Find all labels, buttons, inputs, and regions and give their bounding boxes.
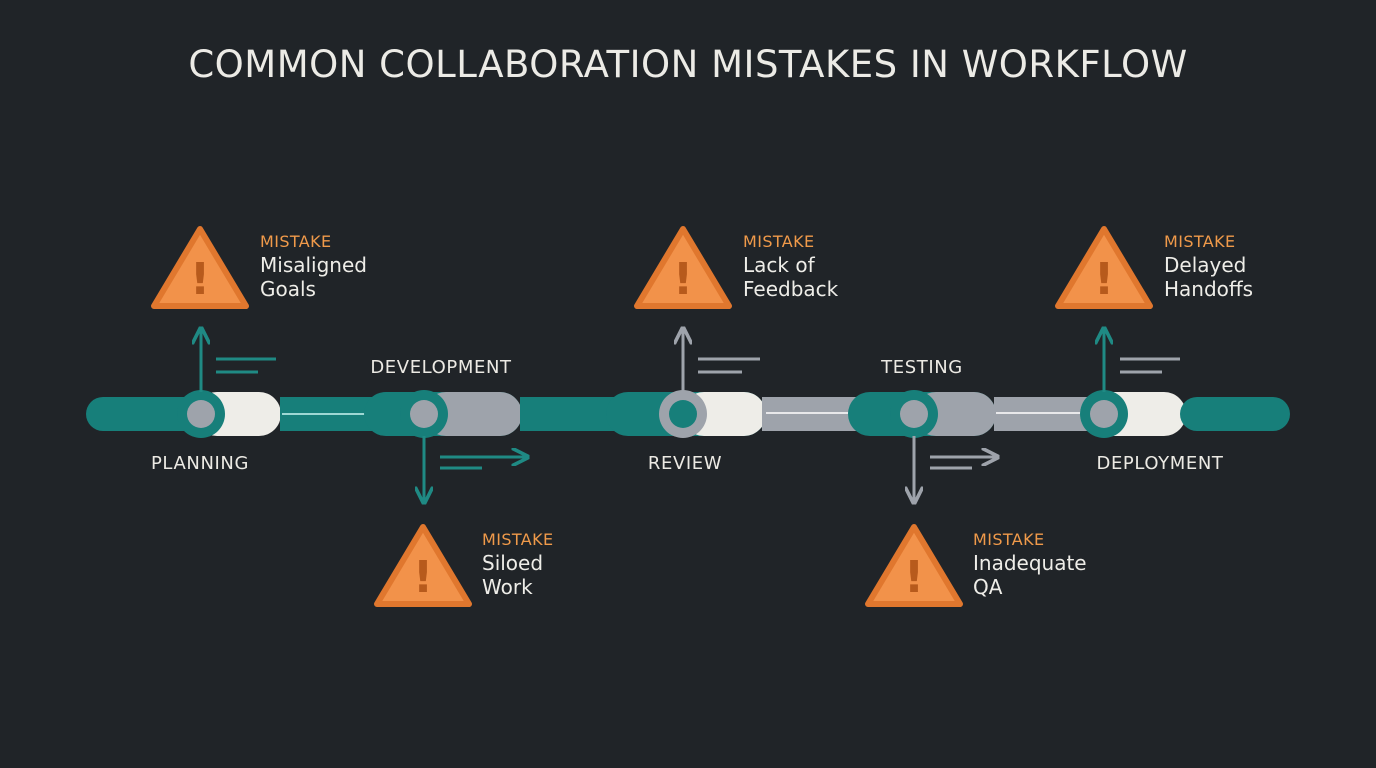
stage-label-review: REVIEW [648, 453, 722, 474]
mistake-callout-development: ! MISTAKE Siloed Work [374, 524, 554, 607]
mistake-tag: MISTAKE [482, 530, 554, 549]
mistake-text-line: Work [482, 575, 533, 599]
stage-node-deployment [1080, 390, 1128, 438]
mistake-text-line: Lack of [743, 253, 816, 277]
stage-label-testing: TESTING [880, 357, 963, 378]
mistake-callout-testing: ! MISTAKE Inadequate QA [865, 524, 1087, 607]
exclamation-mark: ! [904, 552, 924, 603]
page-title: COMMON COLLABORATION MISTAKES IN WORKFLO… [188, 43, 1187, 86]
stage-node-review [659, 390, 707, 438]
mistake-text-line: Feedback [743, 277, 839, 301]
mistake-text-line: Inadequate [973, 551, 1087, 575]
stage-node-development [400, 390, 448, 438]
mistake-text-line: Misaligned [260, 253, 367, 277]
mistake-text-line: QA [973, 575, 1003, 599]
mistake-callout-review: ! MISTAKE Lack of Feedback [634, 226, 839, 309]
track-segment [424, 392, 522, 436]
mistake-text-line: Siloed [482, 551, 543, 575]
mistake-tag: MISTAKE [743, 232, 815, 251]
stage-label-development: DEVELOPMENT [370, 357, 512, 378]
mistake-text-line: Goals [260, 277, 316, 301]
stage-label-deployment: DEPLOYMENT [1096, 453, 1223, 474]
warning-triangle-icon: ! [151, 226, 249, 309]
mistake-tag: MISTAKE [973, 530, 1045, 549]
stage-label-planning: PLANNING [151, 453, 249, 474]
warning-triangle-icon: ! [1055, 226, 1153, 309]
mistake-tag: MISTAKE [260, 232, 332, 251]
connector-arrows [201, 330, 1180, 501]
mistake-callout-deployment: ! MISTAKE Delayed Handoffs [1055, 226, 1253, 309]
mistake-text-line: Handoffs [1164, 277, 1253, 301]
exclamation-mark: ! [190, 254, 210, 305]
track-segment [1180, 397, 1290, 431]
warning-triangle-icon: ! [634, 226, 732, 309]
mistake-text-line: Delayed [1164, 253, 1246, 277]
warning-triangle-icon: ! [865, 524, 963, 607]
exclamation-mark: ! [673, 254, 693, 305]
mistake-callout-planning: ! MISTAKE Misaligned Goals [151, 226, 367, 309]
mistake-tag: MISTAKE [1164, 232, 1236, 251]
stage-node-planning [177, 390, 225, 438]
exclamation-mark: ! [1094, 254, 1114, 305]
exclamation-mark: ! [413, 552, 433, 603]
stage-node-testing [890, 390, 938, 438]
warning-triangle-icon: ! [374, 524, 472, 607]
